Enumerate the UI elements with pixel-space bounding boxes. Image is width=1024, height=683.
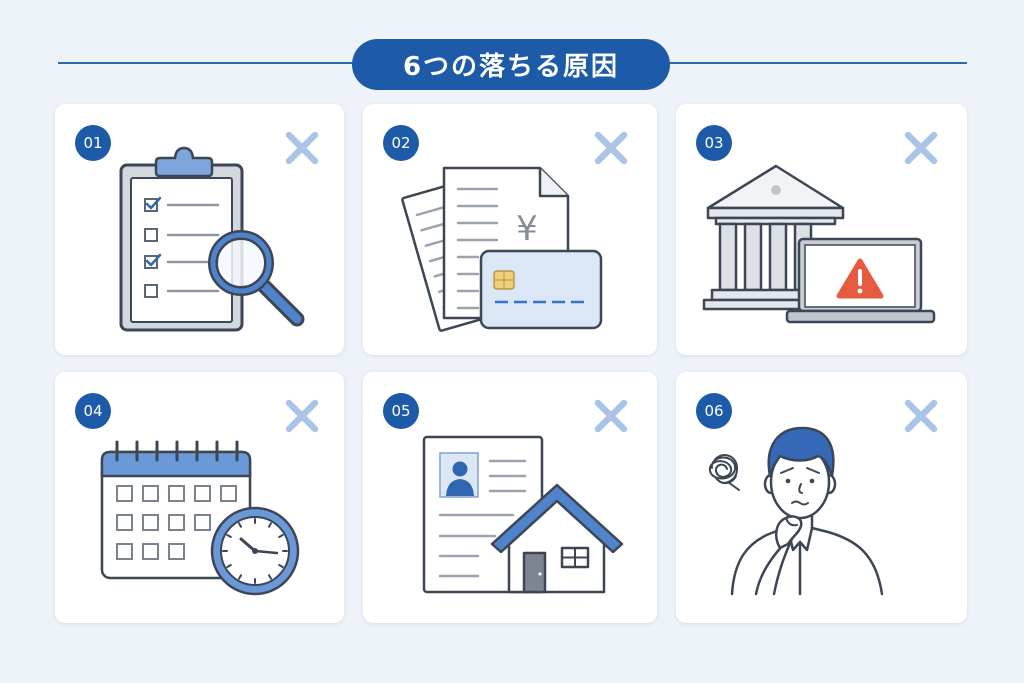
bank-column (743, 222, 763, 292)
photo-person-shoulders (446, 479, 474, 496)
checkbox-checked (144, 198, 158, 212)
cross-mark-icon (594, 399, 628, 433)
left-eye (785, 478, 791, 484)
calendar-day (168, 543, 185, 560)
calendar-day (142, 485, 159, 502)
calendar-day (168, 485, 185, 502)
bank-beam (706, 206, 845, 220)
checklist (144, 196, 220, 298)
cause-card-01: 01 (55, 104, 344, 355)
documents-credit-card-icon: ¥ (401, 166, 603, 332)
number-badge: 06 (696, 393, 732, 429)
checklist-lines (166, 203, 220, 293)
cross-mark-strokes (594, 399, 628, 433)
calendar-day-grid (116, 485, 237, 560)
worried-eyebrows (780, 467, 820, 474)
photo-person-head (452, 461, 468, 477)
clock (210, 506, 300, 596)
cause-card-05: 05 (363, 372, 657, 623)
cause-card-03: 03 (676, 104, 967, 355)
worried-man-icon (708, 426, 884, 596)
resume-lines (438, 459, 527, 578)
magnifier-rim (210, 232, 272, 294)
number-badge: 05 (383, 393, 419, 429)
cause-card-02: ¥ 02 (363, 104, 657, 355)
calendar-day (194, 485, 211, 502)
confusion-scribble (708, 454, 740, 491)
document-fold (538, 168, 568, 198)
number-badge: 01 (75, 125, 111, 161)
cross-mark-icon (285, 399, 319, 433)
calendar-day (194, 514, 211, 531)
bank-laptop-warning-icon (702, 164, 936, 324)
number-badge: 04 (75, 393, 111, 429)
front-document-lines (456, 187, 499, 310)
cross-mark-strokes (904, 399, 938, 433)
calendar-day (220, 485, 237, 502)
calendar-rings (115, 440, 239, 462)
cross-mark-strokes (285, 399, 319, 433)
laptop-base (785, 309, 936, 324)
checkbox-checked (144, 255, 158, 269)
title-divider-right (668, 62, 967, 64)
checkbox (144, 228, 158, 242)
hand-fingers (785, 517, 798, 527)
calendar-day (142, 514, 159, 531)
resume-house-icon (422, 435, 624, 594)
bank-column (718, 222, 738, 292)
clock-ticks (222, 518, 288, 584)
title-divider-left (58, 62, 354, 64)
nose (798, 483, 803, 494)
clock-minute-hand (253, 549, 279, 555)
calendar-clock-icon (100, 440, 300, 596)
house-door (522, 551, 547, 594)
laptop (785, 237, 936, 324)
cross-mark-strokes (904, 131, 938, 165)
checkbox (144, 284, 158, 298)
calendar-day (168, 514, 185, 531)
calendar-day (116, 485, 133, 502)
bank-building (702, 164, 850, 311)
card-chip-lines (494, 271, 514, 289)
page-title: 6つの落ちる原因 (352, 39, 670, 90)
number-badge: 03 (696, 125, 732, 161)
yen-symbol: ¥ (516, 209, 538, 249)
cause-card-04: 04 (55, 372, 344, 623)
magnifying-glass (208, 230, 305, 327)
credit-card (479, 249, 603, 330)
magnifier-handle (258, 280, 302, 324)
wavy-mouth (791, 500, 809, 506)
cross-mark-icon (904, 131, 938, 165)
cross-mark-icon (904, 399, 938, 433)
cross-mark-icon (594, 131, 628, 165)
hair (767, 426, 835, 478)
checkmark (145, 196, 162, 210)
calendar-day (142, 543, 159, 560)
cause-card-06: 06 (676, 372, 967, 623)
clock-center (252, 548, 258, 554)
calendar-day (116, 514, 133, 531)
clipboard-checklist-magnifier-icon (119, 146, 305, 332)
calendar-header (100, 450, 252, 478)
warning-exclamation-dot (857, 288, 863, 294)
cross-mark-icon (285, 131, 319, 165)
warning-icon (836, 258, 884, 299)
house-roof (490, 483, 624, 554)
right-eye (809, 478, 815, 484)
clipboard-clip (154, 146, 214, 178)
calendar-day (116, 543, 133, 560)
window-frame (562, 548, 588, 567)
bank-column (768, 222, 788, 292)
door-knob (538, 572, 542, 576)
man (730, 426, 884, 596)
number-badge: 02 (383, 125, 419, 161)
cross-mark-strokes (594, 131, 628, 165)
cross-mark-strokes (285, 131, 319, 165)
bank-roof-emblem (771, 185, 781, 195)
house (490, 483, 624, 594)
clock-hour-hand (239, 537, 257, 553)
checkmark (145, 253, 162, 267)
